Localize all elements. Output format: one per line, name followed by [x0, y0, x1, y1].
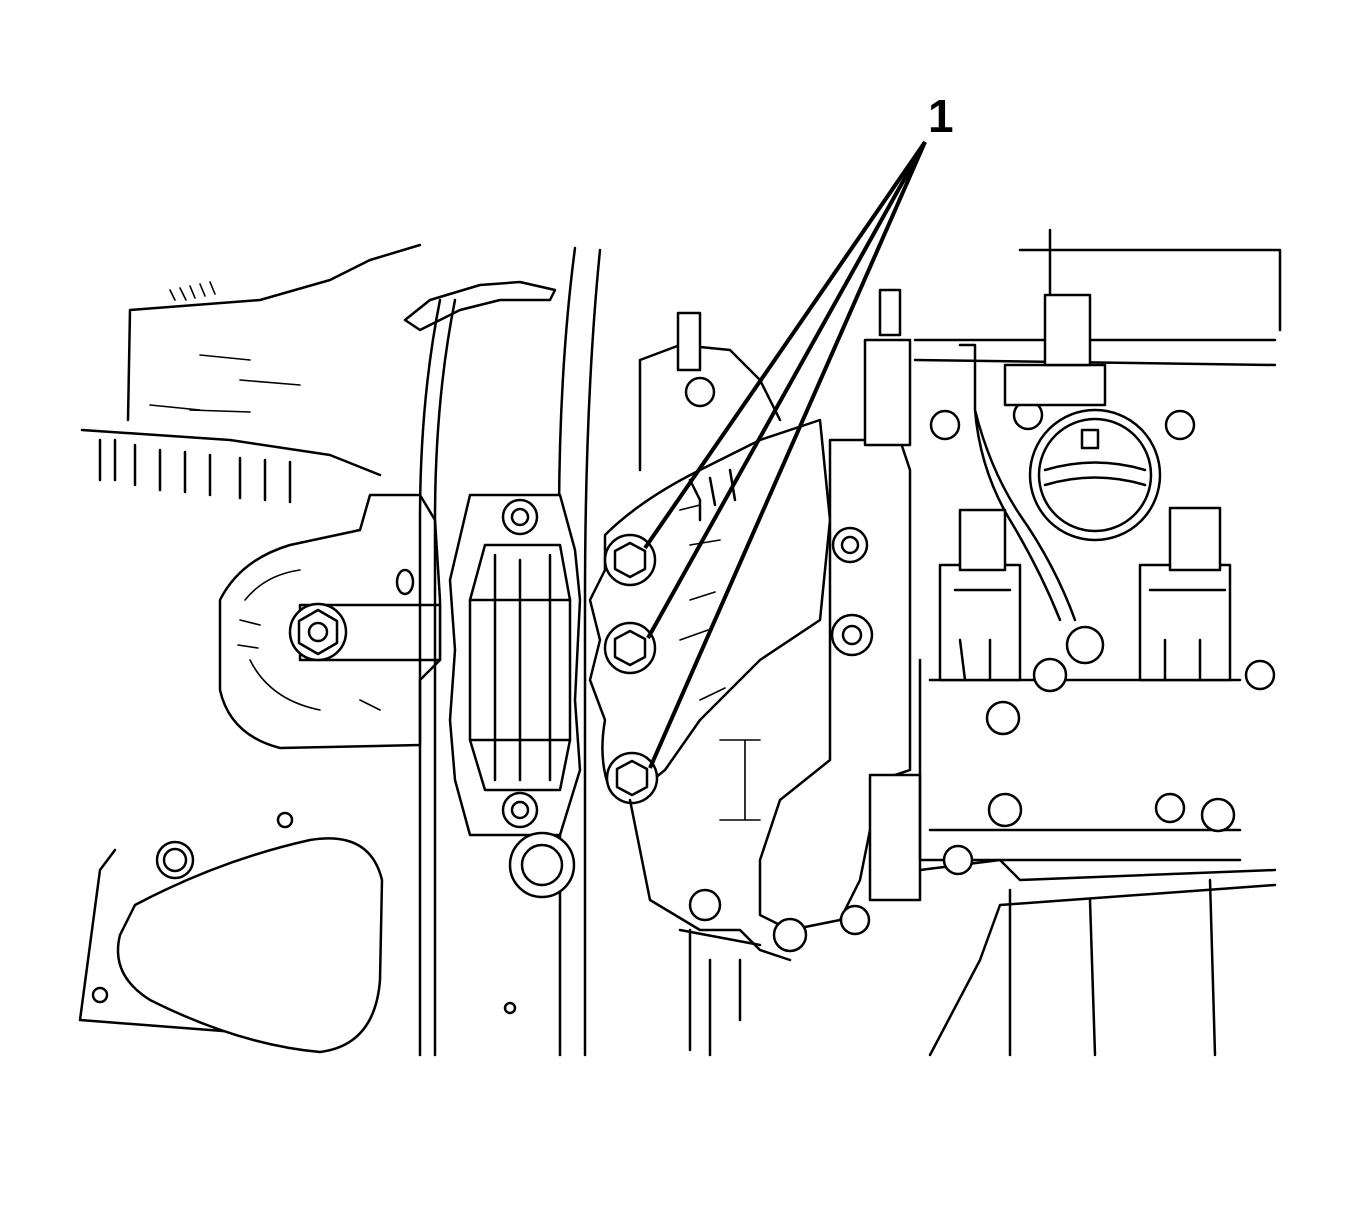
bracket-bolt-upper [603, 533, 657, 587]
oil-fill-cap [1028, 408, 1162, 542]
vacuum-hose [958, 293, 1107, 622]
cylinder-head [913, 228, 1282, 1057]
callout-leaders [643, 140, 927, 769]
body-panel [80, 243, 422, 504]
bracket-bolt-lower [605, 751, 659, 805]
mount-bracket-plate [588, 418, 832, 792]
engine-mount [448, 493, 582, 899]
ignition-coil-left [938, 508, 1022, 682]
mount-bolt-top [501, 498, 539, 536]
mount-bolt-bottom [501, 791, 539, 829]
fuel-rail [758, 288, 922, 953]
engine-block [628, 311, 792, 1057]
head-bolts [929, 399, 1276, 876]
callout-label-1: 1 [928, 90, 954, 142]
left-mount-bracket [218, 493, 442, 750]
lower-panel [78, 811, 517, 1054]
bracket-bolt [288, 602, 348, 662]
bracket-bolt-middle [603, 621, 657, 675]
ignition-coil-right [1138, 506, 1232, 682]
